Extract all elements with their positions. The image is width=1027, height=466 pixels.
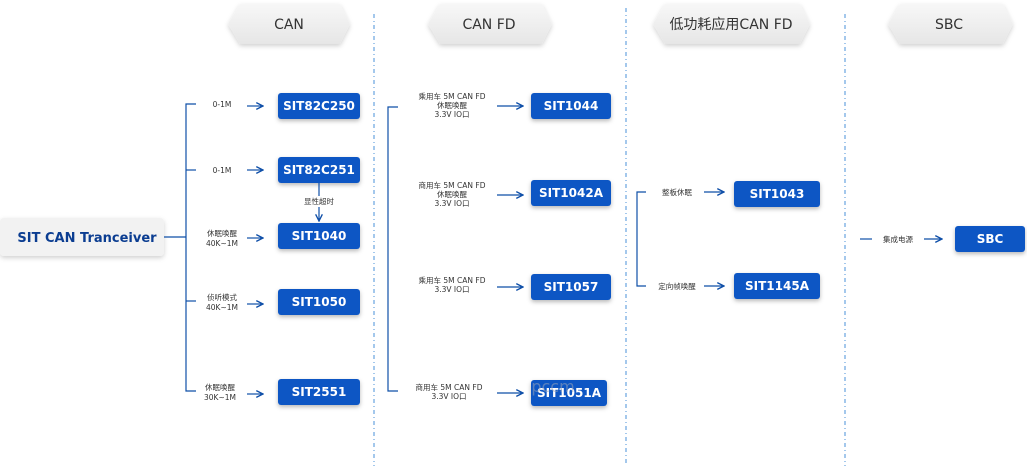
- can-label: 0-1M: [213, 100, 232, 109]
- header-sbc: SBC: [888, 4, 1013, 44]
- node-label: SIT1042A: [539, 186, 604, 200]
- node-label: SIT2551: [292, 385, 347, 399]
- node-label: SIT1051A: [537, 386, 602, 400]
- header-sbc-label: SBC: [935, 17, 963, 33]
- lowpower-label: 定向帧唤醒: [658, 281, 696, 291]
- header-canfd: CAN FD: [428, 4, 552, 44]
- lowpower-bracket: [636, 191, 646, 287]
- canfd-label: 乘用车 5M CAN FD: [419, 275, 486, 285]
- can-label: 0-1M: [213, 166, 232, 175]
- sbc-label: 集成电源: [883, 234, 913, 244]
- can-bracket: [185, 103, 196, 392]
- can-label: 40K~1M: [206, 239, 238, 248]
- header-canfd-label: CAN FD: [462, 17, 515, 33]
- root-label: SIT CAN Tranceiver: [17, 231, 157, 246]
- node-label: SIT1057: [544, 280, 599, 294]
- canfd-label: 3.3V IO口: [434, 285, 469, 294]
- note-label: 显性超时: [304, 196, 334, 206]
- node-sit1145a: SIT1145A: [734, 273, 820, 299]
- node-label: SIT1145A: [745, 279, 810, 293]
- can-label: 侦听模式: [207, 292, 237, 302]
- node-sit1050: SIT1050: [278, 289, 360, 315]
- header-lowpower: 低功耗应用CAN FD: [653, 4, 810, 44]
- canfd-label: 休眠唤醒: [437, 189, 467, 199]
- node-sit1043: SIT1043: [734, 181, 820, 207]
- canfd-label: 休眠唤醒: [437, 100, 467, 110]
- header-lowpower-label: 低功耗应用CAN FD: [669, 16, 792, 33]
- node-label: SIT82C251: [283, 163, 355, 177]
- node-sit82c251: SIT82C251: [278, 157, 360, 183]
- canfd-label: 3.3V IO口: [434, 110, 469, 119]
- node-label: SIT82C250: [283, 99, 355, 113]
- can-label: 休眠唤醒: [205, 382, 235, 392]
- node-sit1042a: SIT1042A: [531, 180, 611, 206]
- node-sit1040: SIT1040: [278, 223, 360, 249]
- node-label: SBC: [977, 232, 1004, 246]
- node-label: SIT1040: [292, 229, 347, 243]
- node-sit1044: SIT1044: [531, 93, 611, 119]
- node-label: SIT1050: [292, 295, 347, 309]
- canfd-label: 3.3V IO口: [434, 199, 469, 208]
- node-label: SIT1043: [750, 187, 805, 201]
- header-can-label: CAN: [274, 17, 304, 33]
- node-sit2551: SIT2551: [278, 379, 360, 405]
- can-label: 30K~1M: [204, 393, 236, 402]
- node-label: SIT1044: [544, 99, 599, 113]
- canfd-label: 商用车 5M CAN FD: [419, 180, 486, 190]
- can-label: 40K~1M: [206, 303, 238, 312]
- header-can: CAN: [228, 4, 350, 44]
- can-label: 休眠唤醒: [207, 228, 237, 238]
- canfd-label: 商用车 5M CAN FD: [416, 382, 483, 392]
- note-background: [298, 196, 340, 207]
- canfd-bracket: [387, 106, 398, 392]
- canfd-label: 乘用车 5M CAN FD: [419, 91, 486, 101]
- lowpower-label: 整板休眠: [662, 187, 692, 197]
- node-sit1057: SIT1057: [531, 274, 611, 300]
- node-sbc: SBC: [955, 226, 1025, 252]
- node-sit1051a: SIT1051A: [531, 380, 607, 406]
- watermark: pccm: [531, 377, 574, 396]
- root-node: SIT CAN Tranceiver: [0, 218, 164, 256]
- node-sit82c250: SIT82C250: [278, 93, 360, 119]
- canfd-label: 3.3V IO口: [431, 392, 466, 401]
